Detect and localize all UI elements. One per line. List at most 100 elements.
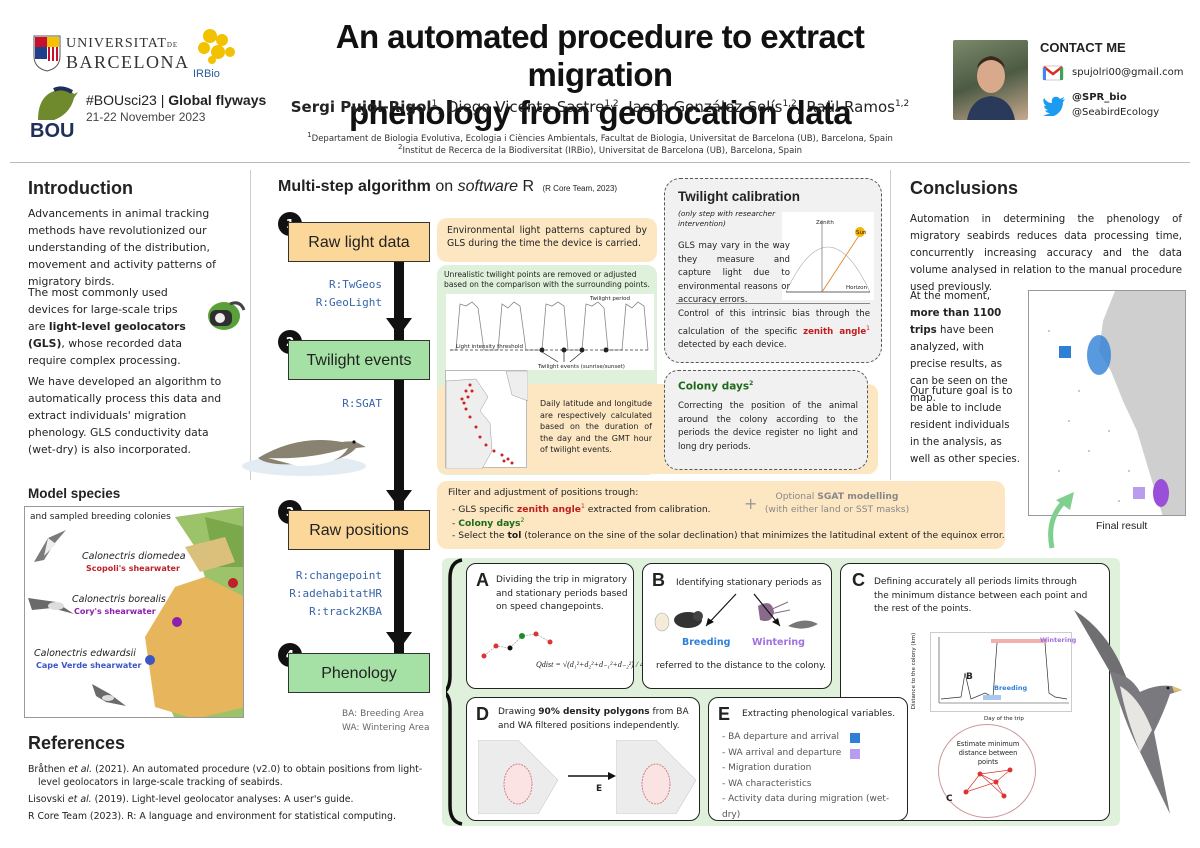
model-species-heading: Model species: [28, 486, 121, 501]
step-1-box: Raw light data: [288, 222, 430, 262]
filter-bullet-1: - GLS specific zenith angle1 extracted f…: [452, 503, 711, 516]
step-2-box: Twilight events: [288, 340, 430, 380]
species-3-marker: [145, 655, 155, 665]
twilight-period-label: Twilight period: [590, 296, 630, 302]
track-map-figure: [445, 370, 529, 470]
author-affiliation-sup: 1,2: [894, 99, 910, 109]
legend-ba: BA: Breeding Area: [342, 709, 425, 719]
right-divider: [890, 170, 891, 480]
author-name: Raül Ramos: [806, 98, 895, 116]
sgat-optional: Optional SGAT modelling (with either lan…: [764, 491, 910, 515]
panel-b-text-1: Identifying stationary periods as: [676, 578, 822, 588]
twitter-icon: [1042, 96, 1066, 120]
contact-heading: CONTACT ME: [1040, 40, 1126, 55]
twilight-events-label: Twilight events (sunrise/sunset): [538, 364, 625, 370]
zenith-angle-diagram: [782, 212, 874, 300]
intro-paragraph-1: Advancements in animal tracking methods …: [28, 207, 216, 288]
variable-item: - Migration duration: [722, 763, 812, 774]
conference-banner: #BOUsci23 | Global flyways: [86, 92, 267, 108]
intro-heading: Introduction: [28, 178, 133, 198]
phenology-brace: [440, 558, 464, 826]
irbio-logo: [190, 26, 242, 70]
reference-2: Lisovski et al. (2019). Light-level geol…: [28, 794, 354, 805]
affiliation-2: 2Institut de Recerca de la Biodiversitat…: [397, 142, 803, 156]
species-1-latin: Calonectris diomedea: [82, 551, 186, 562]
bou-logo-text: BOU: [30, 120, 75, 142]
panel-c-text: Defining accurately all periods limits t…: [874, 577, 1088, 614]
algorithm-heading: Multi-step algorithm on software R (R Co…: [278, 178, 618, 195]
step-3-box: Raw positions: [288, 510, 430, 550]
raw-positions-panel: [437, 481, 1005, 549]
species-3-latin: Calonectris edwardsii: [34, 648, 136, 659]
affiliation-1: 1Departament de Biologia Evolutiva, Ecol…: [307, 130, 893, 144]
author-separator: ,: [437, 98, 447, 116]
final-result-label: Final result: [1096, 520, 1148, 532]
calibration-divider: [676, 303, 870, 304]
calibration-heading: Twilight calibration: [678, 189, 801, 204]
conclusions-paragraph-1: Automation in determining the phenology …: [910, 214, 1182, 293]
panel-c-label: C: [852, 570, 865, 590]
author-name: Jacob González-Solís: [628, 98, 783, 116]
packages-step-2: R:SGAT: [342, 397, 382, 410]
irbio-label: IRBio: [193, 68, 220, 80]
light-threshold-label: Light intensity threshold: [456, 344, 523, 350]
polygon-map-ba: [477, 739, 559, 815]
horizon-label: Horizon: [846, 285, 868, 291]
panel-e-text: Extracting phenological variables.: [742, 709, 896, 719]
author-separator: ,: [796, 98, 807, 116]
step-4-box: Phenology: [288, 653, 430, 693]
author-affiliation-sup: 1,2: [782, 99, 797, 109]
wintering-icon: [752, 598, 824, 636]
panel-b-text-2: referred to the distance to the colony.: [656, 661, 827, 671]
filter-bullet-2: - Colony days2: [452, 517, 525, 530]
corys-bird-image: [26, 588, 76, 622]
variable-item: - BA departure and arrival: [722, 730, 906, 746]
distance-chart: [930, 632, 1072, 712]
calibration-note: (only step with researcher intervention): [678, 209, 776, 228]
ub-logo: [32, 34, 62, 72]
flow-arrow-head-3: [386, 632, 412, 650]
colony-days-heading: Colony days2: [678, 380, 754, 393]
colony-days-box: [664, 370, 868, 470]
header-divider: [10, 162, 1190, 163]
author-affiliation-sup: 1,2: [604, 99, 619, 109]
left-divider: [250, 170, 251, 480]
d-to-e-arrow: [568, 766, 616, 780]
changepoint-diagram: [480, 626, 554, 662]
estimate-c-marker: C: [946, 794, 953, 804]
panel-b-label: B: [652, 570, 665, 590]
d-e-marker: E: [596, 784, 603, 794]
conclusions-paragraph-2: At the moment, more than 1100 trips have…: [910, 291, 1008, 404]
species-3-common: Cape Verde shearwater: [36, 661, 142, 670]
polygon-map-wa: [615, 739, 697, 815]
breeding-label: Breeding: [682, 637, 731, 648]
shearwater-illustration: [238, 414, 368, 480]
arrow-to-wintering: [750, 592, 790, 632]
author-separator: ,: [618, 98, 629, 116]
gls-device-image: [200, 290, 248, 338]
filter-intro: Filter and adjustment of positions troug…: [448, 487, 639, 498]
twitter-handle-1[interactable]: @SPR_bio: [1072, 92, 1127, 103]
chart-wintering-label: Wintering: [1040, 636, 1077, 644]
ba-swatch: [850, 733, 860, 743]
twitter-handle-2[interactable]: @SeabirdEcology: [1072, 107, 1160, 118]
breeding-icon: [652, 600, 712, 634]
qdist-formula: Qdist = √(d₁²+d₂²+d₋₁²+d₋₂²) / 4: [536, 660, 645, 669]
email-link[interactable]: spujolri00@gmail.com: [1072, 67, 1184, 78]
plus-sign: +: [744, 494, 758, 513]
chart-b-marker: B: [966, 672, 973, 682]
author-name: Diego Vicente-Sastre: [446, 98, 605, 116]
final-result-arrow: [1042, 488, 1082, 550]
chart-breeding-label: Breeding: [994, 684, 1028, 692]
panel-e: [708, 697, 908, 821]
panel-e-label: E: [718, 704, 731, 724]
raw-light-description: Environmental light patterns captured by…: [437, 218, 657, 262]
panel-a: [466, 563, 634, 689]
poster-title: An automated procedure to extract migrat…: [335, 18, 865, 131]
species-2-marker: [172, 617, 182, 627]
species-1-common: Scopoli's shearwater: [86, 564, 180, 573]
filter-bullet-3: - Select the tol (tolerance on the sine …: [452, 530, 1005, 541]
species-2-latin: Calonectris borealis: [72, 594, 166, 605]
final-result-map: [1028, 290, 1186, 516]
reference-1: Bråthen et al. (2021). An automated proc…: [28, 764, 423, 788]
